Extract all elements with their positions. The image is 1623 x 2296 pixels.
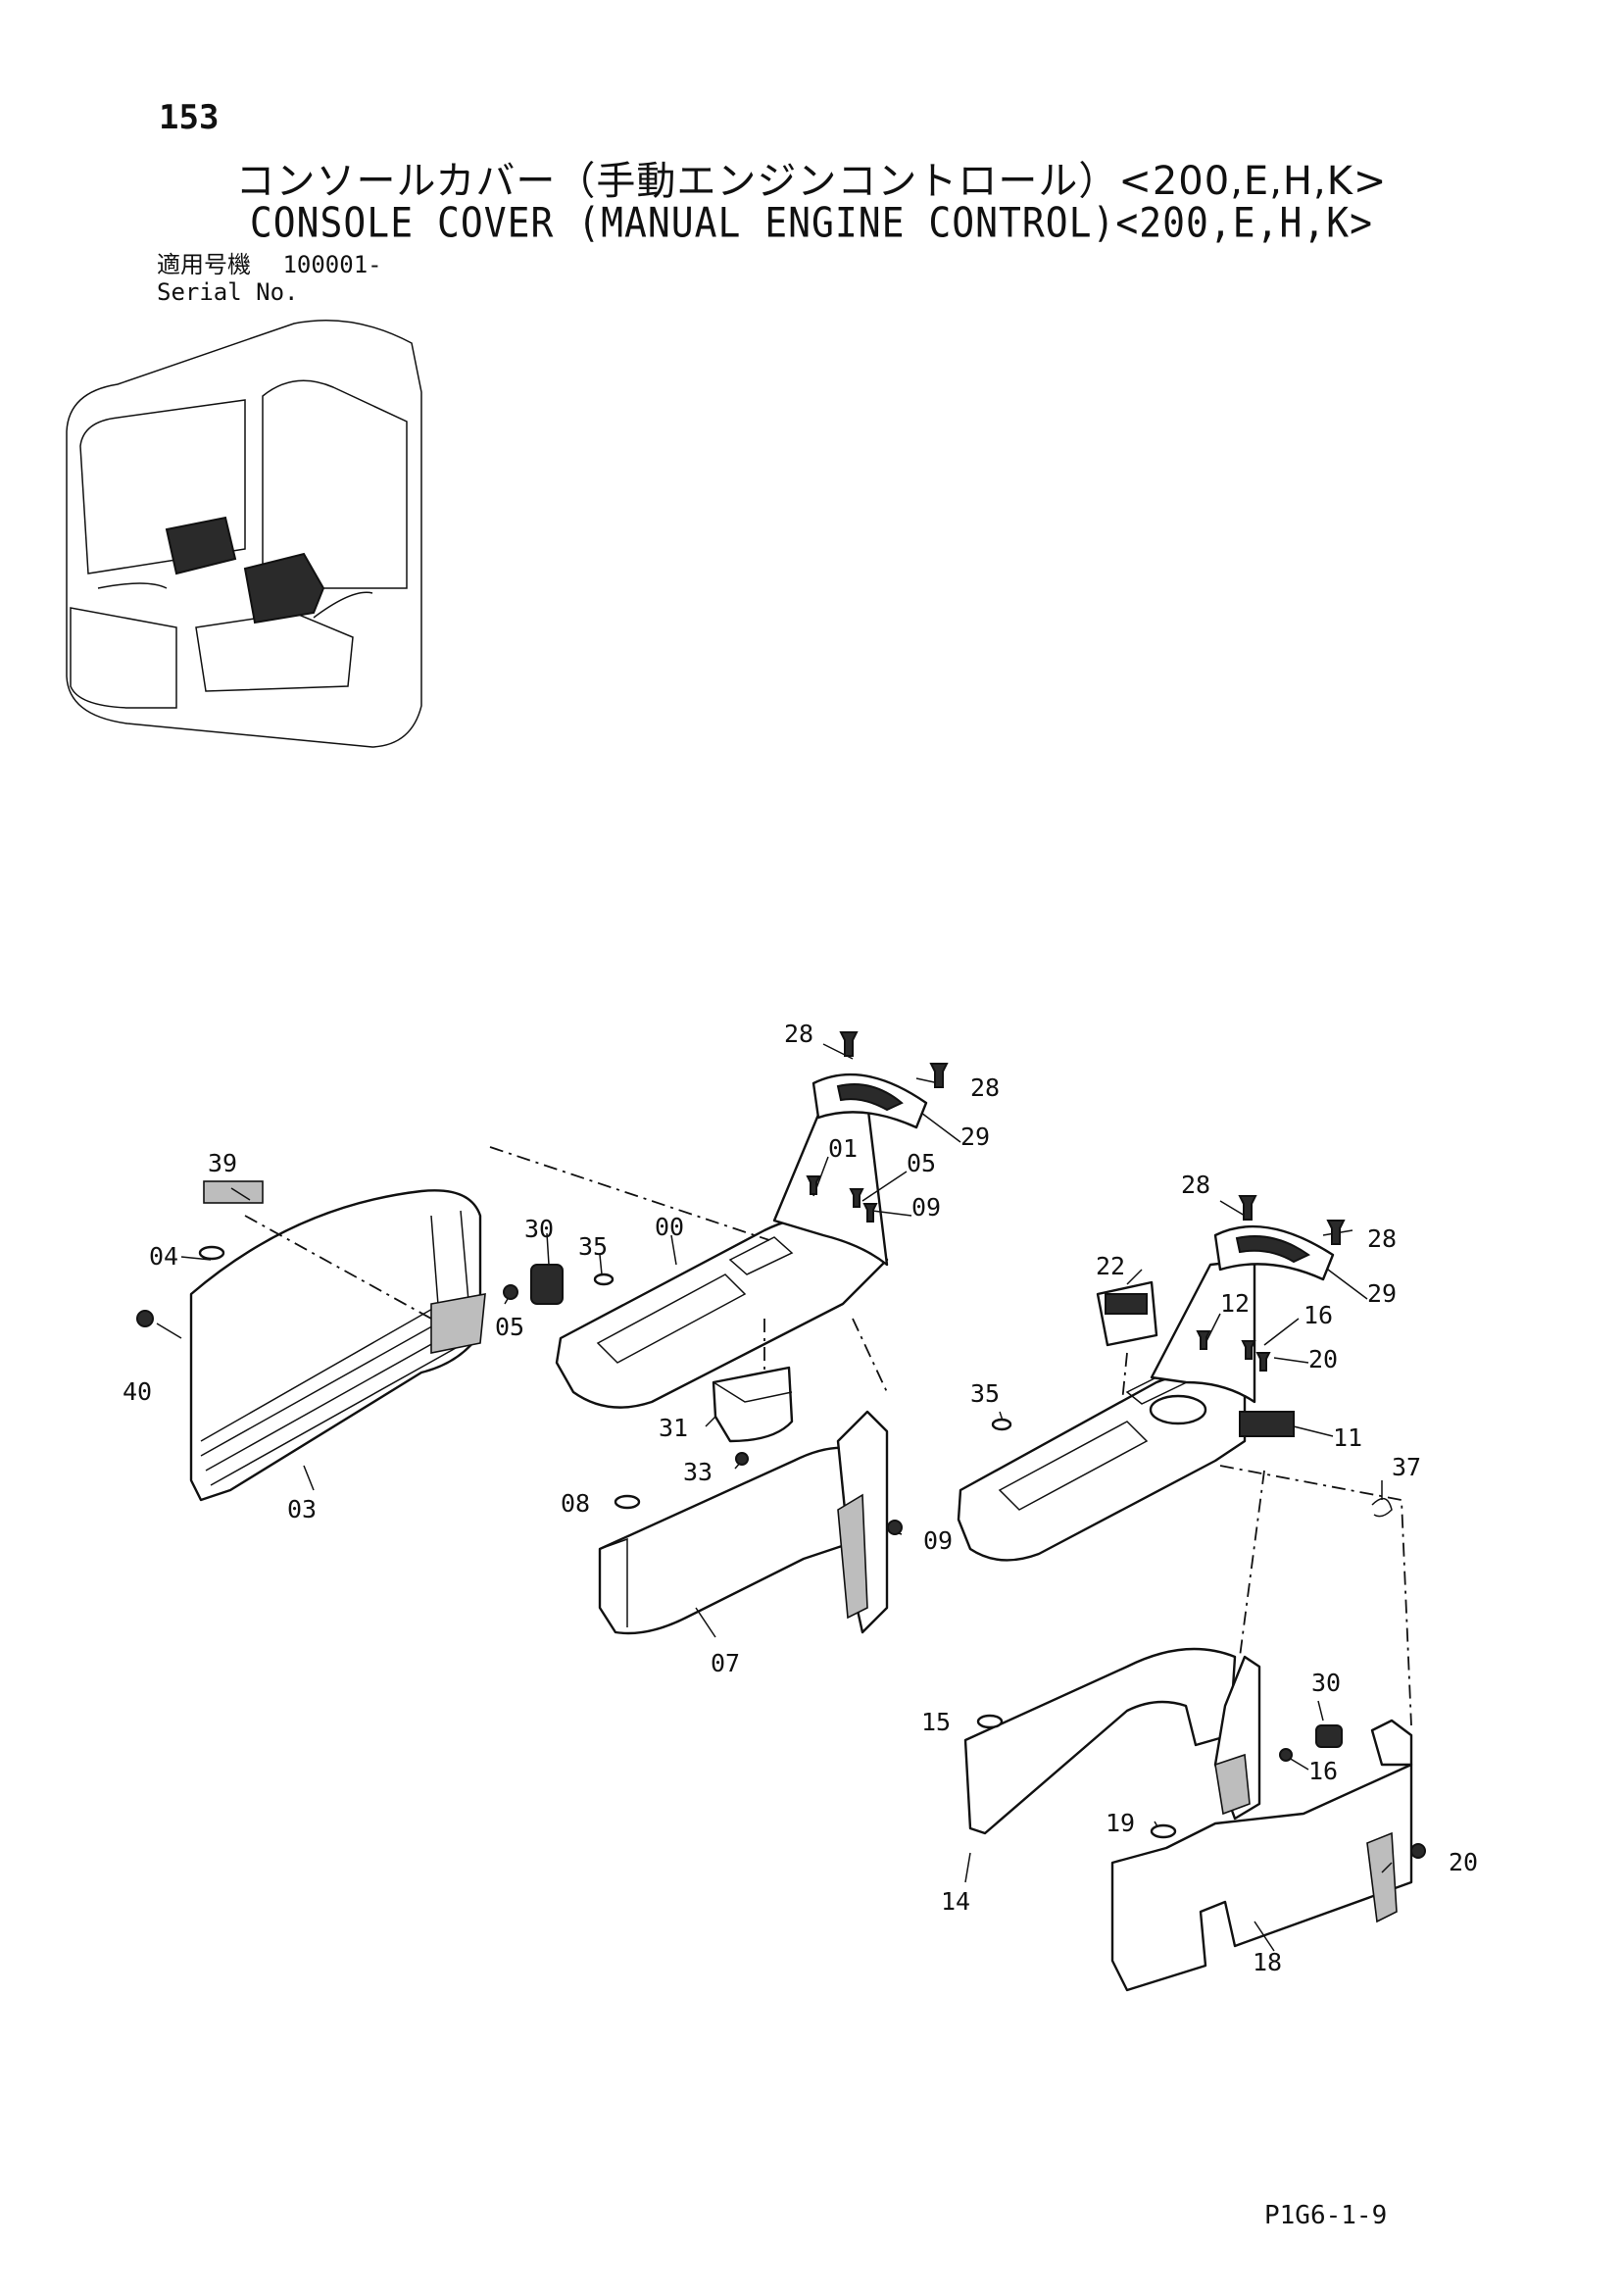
callout-12: 12 <box>1220 1289 1250 1318</box>
fasteners <box>136 1031 1426 1859</box>
callout-05: 05 <box>495 1313 524 1341</box>
document-code: P1G6-1-9 <box>1264 2201 1388 2230</box>
side-cover-part-14 <box>963 1647 1237 1835</box>
serial-number-block: 適用号機 100001- Serial No. <box>157 251 382 306</box>
callout-03: 03 <box>287 1495 317 1523</box>
callout-20: 20 <box>1449 1848 1478 1876</box>
callout-19: 19 <box>1106 1809 1135 1837</box>
callout-37: 37 <box>1392 1453 1421 1481</box>
callout-35: 35 <box>578 1232 608 1261</box>
callout-31: 31 <box>659 1414 688 1442</box>
callout-20: 20 <box>1308 1345 1338 1373</box>
callout-28: 28 <box>1181 1171 1210 1199</box>
callout-05: 05 <box>907 1149 936 1177</box>
serial-value: 100001- <box>282 251 382 278</box>
callout-29: 29 <box>1367 1279 1397 1308</box>
callout-18: 18 <box>1253 1948 1282 1976</box>
callout-04: 04 <box>149 1242 178 1271</box>
callout-28: 28 <box>784 1020 813 1048</box>
callout-29: 29 <box>960 1123 990 1151</box>
callout-01: 01 <box>828 1134 858 1163</box>
lower-cover-part-07 <box>598 1446 864 1635</box>
side-cover-part-03 <box>189 1189 482 1502</box>
grommet-part-30 <box>530 1264 564 1305</box>
label-part-39 <box>203 1180 264 1204</box>
callout-labels: 28 28 29 01 05 09 39 04 40 03 30 05 35 0… <box>123 1020 1478 1976</box>
left-console-assembly <box>189 1073 928 1635</box>
page-title-japanese: コンソールカバー（手動エンジンコントロール）<200,E,H,K> <box>235 159 1388 204</box>
callout-39: 39 <box>208 1149 237 1177</box>
callout-14: 14 <box>941 1887 970 1916</box>
callout-09: 09 <box>923 1526 953 1555</box>
callout-15: 15 <box>921 1708 951 1736</box>
callout-07: 07 <box>711 1649 740 1677</box>
callout-30: 30 <box>524 1215 554 1243</box>
page-title-english: CONSOLE COVER (MANUAL ENGINE CONTROL)<20… <box>249 198 1374 247</box>
callout-30: 30 <box>1311 1669 1341 1697</box>
lower-cover-part-18 <box>1110 1763 1413 1992</box>
callout-28: 28 <box>1367 1224 1397 1253</box>
callout-00: 00 <box>655 1213 684 1241</box>
callout-40: 40 <box>123 1377 152 1406</box>
serial-label-japanese: 適用号機 <box>157 251 251 278</box>
storage-box-part-31 <box>712 1366 794 1443</box>
callout-22: 22 <box>1096 1252 1125 1280</box>
callout-28: 28 <box>970 1073 1000 1102</box>
callout-08: 08 <box>561 1489 590 1518</box>
callout-16: 16 <box>1303 1301 1333 1329</box>
callout-16: 16 <box>1308 1757 1338 1785</box>
callout-33: 33 <box>683 1458 713 1486</box>
right-console-assembly <box>957 1224 1413 1992</box>
callout-11: 11 <box>1333 1423 1362 1452</box>
callout-09: 09 <box>911 1193 941 1222</box>
page-number: 153 <box>159 98 220 137</box>
serial-label-english: Serial No. <box>157 278 299 306</box>
cab-locator-illustration <box>66 320 422 748</box>
console-top-part-11 <box>957 1371 1247 1562</box>
callout-35: 35 <box>970 1379 1000 1408</box>
